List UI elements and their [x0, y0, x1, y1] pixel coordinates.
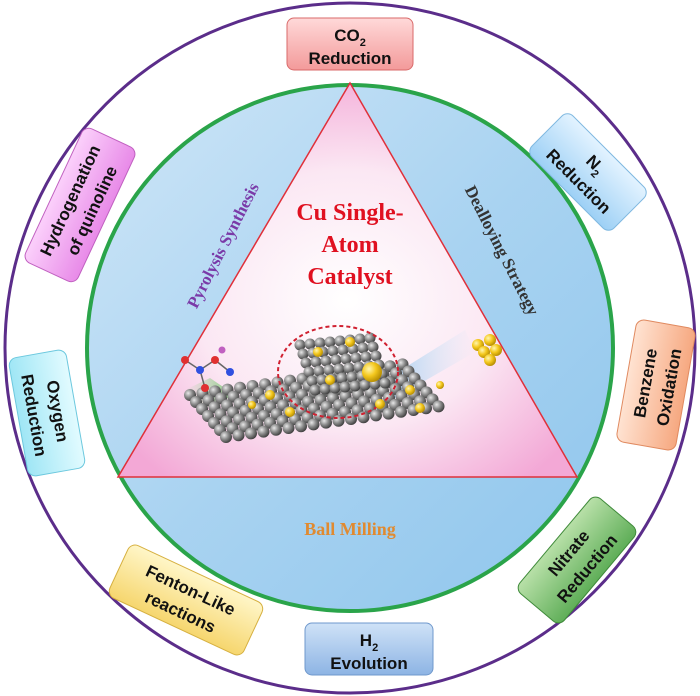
cu-single-atom — [415, 403, 425, 413]
substrate-atom — [320, 416, 332, 429]
method-triangle — [116, 81, 579, 478]
center-title-line2: Atom — [321, 232, 378, 258]
app-h2-evolution: H2 Evolution — [304, 622, 434, 676]
h2-sub: 2 — [372, 642, 378, 654]
cu-single-atom — [325, 375, 335, 385]
substrate-atom — [220, 431, 232, 443]
svg-text:CO2: CO2 — [334, 26, 366, 49]
zoom-atom — [294, 339, 306, 351]
zoom-atom — [319, 383, 331, 395]
substrate-atom — [382, 407, 395, 420]
zoom-atom — [316, 374, 328, 386]
zoom-atom — [346, 371, 358, 383]
substrate-atom — [370, 409, 382, 422]
substrate-atom — [232, 429, 245, 442]
substrate-atom — [357, 411, 370, 424]
substrate-atom — [395, 405, 407, 418]
zoom-atom — [310, 356, 322, 368]
app-benzene-oxidation: Benzene Oxidation — [616, 319, 696, 451]
zoom-circle — [277, 325, 399, 419]
cu-single-atom — [362, 362, 382, 382]
zoom-atom — [340, 353, 352, 365]
substrate-atom — [307, 418, 320, 431]
zoom-atom — [306, 375, 318, 387]
app-oxygen-reduction: Oxygen Reduction — [8, 349, 86, 477]
cu-single-atom — [375, 399, 385, 409]
zoom-atom — [354, 333, 366, 345]
zoom-atom — [330, 354, 342, 366]
cu-single-atom — [405, 385, 415, 395]
zoom-atom — [367, 341, 379, 353]
zoom-atom — [379, 377, 391, 389]
gold-atoms — [248, 337, 444, 417]
zoom-atom — [370, 350, 382, 362]
substrate-atom — [345, 413, 357, 425]
h2-main: H — [360, 631, 372, 650]
svg-text:H2: H2 — [360, 631, 378, 654]
zoom-atom — [334, 335, 346, 347]
co2-line2: Reduction — [308, 49, 391, 68]
zoom-atom — [353, 361, 365, 373]
zoom-atom — [320, 355, 332, 367]
zoom-atom — [329, 382, 341, 394]
substrate-atom — [257, 425, 270, 438]
zoom-atom — [349, 380, 361, 392]
zoom-atom — [300, 357, 312, 369]
zoom-atom — [339, 381, 351, 393]
cu-single-atom — [285, 407, 295, 417]
zoom-atom — [297, 348, 309, 360]
substrate-atom — [295, 420, 307, 433]
zoom-atom — [337, 344, 349, 356]
catalyst-illustration — [181, 325, 502, 443]
zoom-atom — [323, 364, 335, 376]
cu-single-atom — [265, 390, 275, 400]
zoom-atom — [359, 379, 371, 391]
substrate-atom — [245, 427, 257, 440]
zoom-atom — [364, 332, 376, 344]
substrate-atom — [270, 423, 282, 436]
zoom-atom — [303, 366, 315, 378]
center-title-line1: Cu Single- — [296, 200, 403, 226]
gold-cluster-right — [472, 334, 502, 366]
zoom-atom — [314, 337, 326, 349]
zoom-atom — [333, 363, 345, 375]
method-ball-milling: Ball Milling — [304, 519, 396, 539]
zoom-atom — [336, 372, 348, 384]
zoom-atom — [324, 336, 336, 348]
molecule-left — [181, 346, 234, 392]
co2-main: CO — [334, 26, 360, 45]
zoom-atom — [313, 365, 325, 377]
atom-slab — [184, 332, 445, 443]
h2-line2: Evolution — [330, 654, 407, 673]
center-title-line3: Catalyst — [307, 264, 392, 290]
cu-single-atom — [345, 337, 355, 347]
zoom-atom — [309, 384, 321, 396]
substrate-atom — [432, 400, 445, 413]
cu-single-atom — [313, 347, 323, 357]
zoom-atom — [350, 352, 362, 364]
zoom-atom — [360, 351, 372, 363]
zoom-atom — [304, 338, 316, 350]
cu-single-atom — [436, 381, 444, 389]
cu-single-atom — [248, 401, 256, 409]
substrate-atom — [332, 414, 345, 427]
zoom-atom — [327, 345, 339, 357]
app-co2-reduction: CO2 Reduction — [286, 17, 414, 71]
zoom-atom — [343, 362, 355, 374]
substrate-atom — [282, 422, 295, 434]
co2-sub: 2 — [360, 37, 366, 49]
zoom-atom — [357, 342, 369, 354]
